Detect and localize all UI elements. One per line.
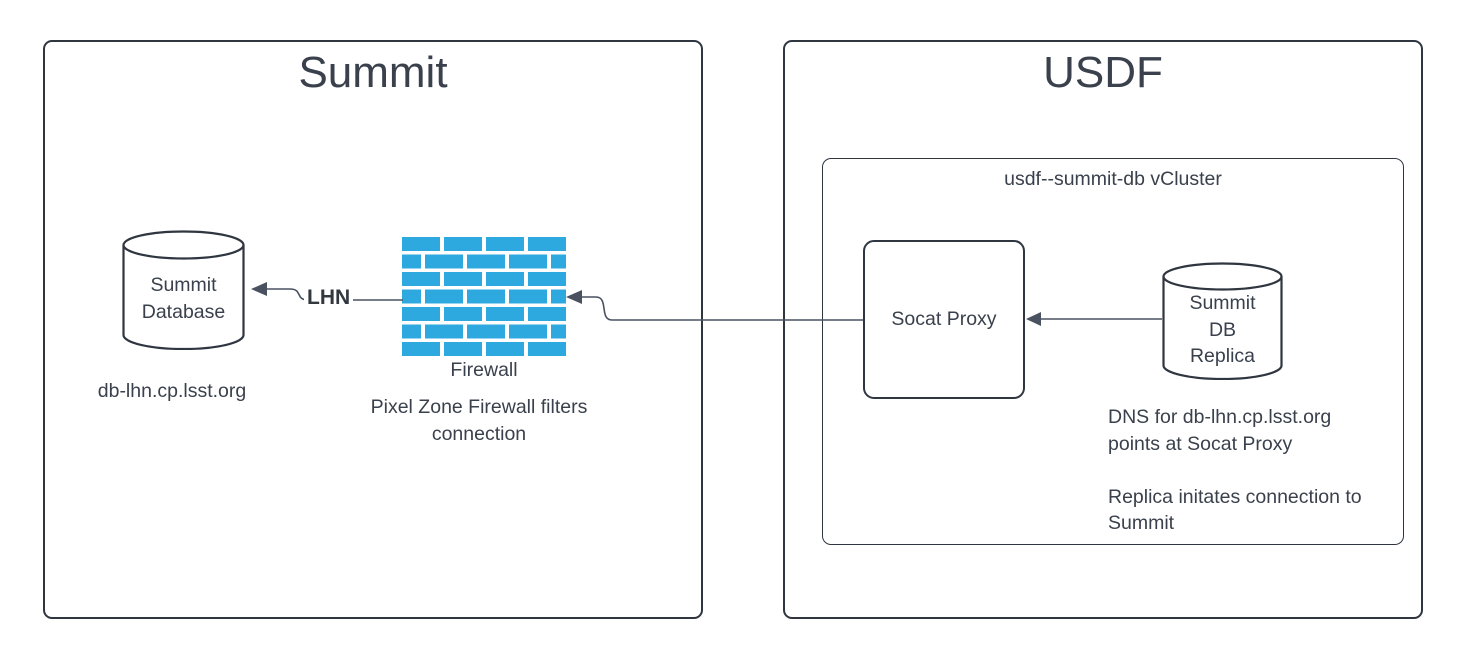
lhn-link-label: LHN: [304, 286, 354, 310]
socat-proxy-box: Socat Proxy: [863, 240, 1025, 399]
firewall-label: Firewall: [450, 359, 518, 381]
usdf-zone-title: USDF: [1043, 48, 1163, 97]
summit-database-label: Summit Database: [141, 274, 226, 323]
summit-zone-box: Summit: [43, 40, 703, 619]
summit-db-replica-cylinder-icon: [1162, 262, 1283, 380]
vcluster-box: usdf--summit-db vCluster: [822, 158, 1404, 545]
summit-zone-title: Summit: [298, 48, 448, 97]
firewall-icon: [402, 237, 566, 356]
usdf-zone-box: USDF: [783, 40, 1423, 619]
summit-db-replica-label: Summit DB Replica: [1189, 292, 1256, 367]
summit-database-cylinder-icon: [122, 230, 245, 350]
summit-database-hostname: db-lhn.cp.lsst.org: [97, 380, 247, 402]
socat-proxy-label: Socat Proxy: [891, 308, 997, 330]
firewall-note: Pixel Zone Firewall filters connection: [370, 396, 588, 445]
vcluster-label: usdf--summit-db vCluster: [1004, 168, 1222, 190]
usdf-notes: DNS for db-lhn.cp.lsst.org points at Soc…: [1108, 406, 1362, 534]
